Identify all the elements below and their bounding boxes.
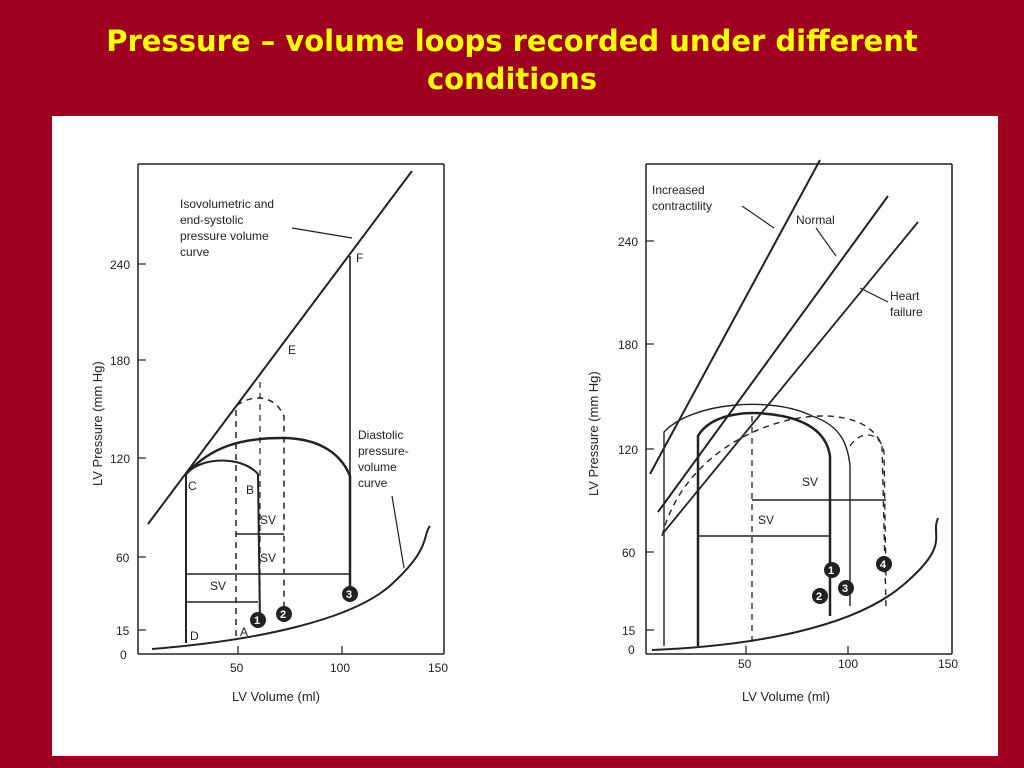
left-esp-pointer xyxy=(291,227,353,239)
left-esp-label-1: Isovolumetric and xyxy=(180,197,274,211)
title-line-1: Pressure – volume loops recorded under d… xyxy=(106,24,918,58)
svg-text:1: 1 xyxy=(254,615,260,627)
left-point-e: E xyxy=(288,343,296,357)
right-hf-pointer xyxy=(859,287,889,303)
left-marker-1: 1 xyxy=(250,612,266,628)
left-diastolic-curve xyxy=(151,525,431,650)
right-diastolic-curve xyxy=(651,517,939,651)
right-x-tick-0: 0 xyxy=(628,643,635,657)
right-loop-normal xyxy=(696,411,832,646)
left-x-axis-label: LV Volume (ml) xyxy=(232,689,320,704)
left-point-d: D xyxy=(190,629,199,643)
left-sv-label-2: SV xyxy=(260,551,276,565)
left-point-b: B xyxy=(246,483,254,497)
left-labels: LV Pressure (mm Hg) LV Volume (ml) 0 15 … xyxy=(90,197,448,704)
left-dia-label-3: volume xyxy=(358,460,397,474)
right-y-tick-240: 240 xyxy=(618,235,638,249)
left-x-tick-50: 50 xyxy=(230,661,244,675)
left-loop-2-dashed xyxy=(235,397,285,636)
left-y-tick-15: 15 xyxy=(116,624,130,638)
right-inc-label-1: Increased xyxy=(652,183,705,197)
right-x-tick-50: 50 xyxy=(738,657,752,671)
left-point-c: C xyxy=(188,479,197,493)
left-esp-label-3: pressure volume xyxy=(180,229,269,243)
left-point-f: F xyxy=(356,251,363,265)
figure-panel: LV Pressure (mm Hg) LV Volume (ml) 0 15 … xyxy=(52,116,998,756)
left-end-systolic-line xyxy=(147,170,413,525)
right-esp-failure xyxy=(663,221,919,533)
right-normal-label: Normal xyxy=(796,213,835,227)
right-y-tick-60: 60 xyxy=(622,546,636,560)
left-marker-2: 2 xyxy=(276,606,292,622)
right-hf-label-2: failure xyxy=(890,305,923,319)
left-dia-pointer xyxy=(391,495,405,569)
left-y-tick-0: 0 xyxy=(120,648,127,662)
slide-title: Pressure – volume loops recorded under d… xyxy=(60,22,964,98)
figure-svg: LV Pressure (mm Hg) LV Volume (ml) 0 15 … xyxy=(90,159,958,704)
svg-text:1: 1 xyxy=(828,565,834,577)
left-marker-3: 3 xyxy=(342,586,358,602)
right-labels: LV Pressure (mm Hg) LV Volume (ml) 15 60… xyxy=(586,183,958,704)
right-x-tick-100: 100 xyxy=(838,657,858,671)
right-inc-label-2: contractility xyxy=(652,199,712,213)
right-marker-1: 1 xyxy=(824,562,840,578)
left-dia-label-2: pressure- xyxy=(358,444,409,458)
svg-text:4: 4 xyxy=(880,559,887,571)
left-x-ticks xyxy=(237,646,343,654)
right-sv-label-2: SV xyxy=(802,475,818,489)
svg-text:2: 2 xyxy=(280,609,286,621)
left-x-tick-150: 150 xyxy=(428,661,448,675)
right-marker-3: 3 xyxy=(838,580,854,596)
right-diagram xyxy=(645,159,953,655)
right-y-tick-120: 120 xyxy=(618,443,638,457)
left-sv-label-3: SV xyxy=(260,513,276,527)
right-esp-normal xyxy=(657,195,889,513)
right-x-tick-150: 150 xyxy=(938,657,958,671)
right-hf-label-1: Heart xyxy=(890,289,920,303)
left-dia-label-1: Diastolic xyxy=(358,428,403,442)
left-point-a: A xyxy=(240,625,248,639)
left-y-axis-label: LV Pressure (mm Hg) xyxy=(90,361,105,486)
left-y-tick-240: 240 xyxy=(110,258,130,272)
left-y-ticks xyxy=(138,263,146,631)
right-y-tick-180: 180 xyxy=(618,338,638,352)
svg-text:3: 3 xyxy=(346,589,352,601)
left-dia-label-4: curve xyxy=(358,476,388,490)
left-y-tick-180: 180 xyxy=(110,354,130,368)
left-x-tick-100: 100 xyxy=(330,661,350,675)
left-diagram xyxy=(137,163,445,655)
right-sv-label-1: SV xyxy=(758,513,774,527)
right-loop-increased xyxy=(663,403,851,646)
right-marker-2: 2 xyxy=(812,588,828,604)
right-loop-failure-dashed xyxy=(661,415,887,607)
right-x-axis-label: LV Volume (ml) xyxy=(742,689,830,704)
svg-text:2: 2 xyxy=(816,591,822,603)
left-y-tick-120: 120 xyxy=(110,452,130,466)
right-marker-4: 4 xyxy=(876,556,892,572)
title-line-2: conditions xyxy=(426,62,598,96)
left-esp-label-4: curve xyxy=(180,245,210,259)
right-inc-pointer xyxy=(741,205,775,229)
right-x-ticks xyxy=(745,646,849,654)
right-loop-wide-dashed xyxy=(849,434,887,577)
right-y-axis-label: LV Pressure (mm Hg) xyxy=(586,371,601,496)
left-loop-3 xyxy=(185,436,352,588)
right-normal-pointer xyxy=(815,227,837,257)
left-y-tick-60: 60 xyxy=(116,551,130,565)
right-y-ticks xyxy=(646,240,654,631)
right-y-tick-15: 15 xyxy=(622,624,636,638)
left-sv-label-1: SV xyxy=(210,579,226,593)
svg-text:3: 3 xyxy=(842,583,848,595)
left-esp-label-2: end-systolic xyxy=(180,213,243,227)
